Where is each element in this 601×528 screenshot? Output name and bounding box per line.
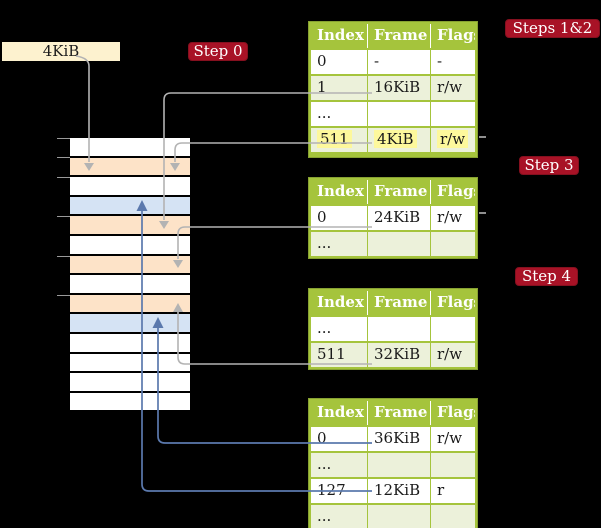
physical-memory-column xyxy=(70,138,190,412)
table-cell: r xyxy=(437,481,445,499)
memory-frame-row xyxy=(70,255,190,274)
table-cell: 1 xyxy=(311,76,368,100)
table-cell: ... xyxy=(311,505,368,528)
memory-frame-row xyxy=(70,157,190,176)
table-cell xyxy=(431,453,475,477)
column-header: Flags xyxy=(437,403,475,421)
table-cell xyxy=(368,102,431,126)
memory-frame-row xyxy=(70,235,190,254)
memory-frame-row xyxy=(70,392,190,411)
column-header: Frame xyxy=(368,180,431,204)
table-cell: r/w xyxy=(437,208,463,226)
table-cell: - xyxy=(437,52,443,70)
memory-frame-row xyxy=(70,373,190,391)
column-header: Index xyxy=(311,24,368,48)
column-header: Flags xyxy=(437,26,475,44)
table-cell xyxy=(368,232,431,256)
step-badge-3: Step 3 xyxy=(519,156,579,175)
table-row: ... xyxy=(311,505,475,528)
table-cell xyxy=(431,102,475,126)
table-row: ... xyxy=(311,232,475,256)
memory-frame-row xyxy=(70,138,190,156)
table-cell: 32KiB xyxy=(368,343,431,367)
table-cell: 12KiB xyxy=(368,479,431,503)
address-tick xyxy=(57,138,70,139)
table-row: ... xyxy=(311,453,475,477)
table-cell: ... xyxy=(311,317,368,341)
memory-frame-row xyxy=(70,333,190,352)
address-tick xyxy=(57,295,70,296)
table-cell xyxy=(431,505,475,528)
memory-frame-row xyxy=(70,216,190,234)
column-header: Index xyxy=(311,180,368,204)
column-header: Flags xyxy=(437,182,475,200)
table-cell: ... xyxy=(311,453,368,477)
column-header: Index xyxy=(311,401,368,425)
table-cell: 16KiB xyxy=(368,76,431,100)
step-badge-0: Step 0 xyxy=(188,42,248,61)
column-header: Frame xyxy=(368,291,431,315)
memory-frame-row xyxy=(70,294,190,313)
memory-frame-row xyxy=(70,196,190,215)
table-cell: 4KiB xyxy=(368,128,431,152)
table-cell xyxy=(368,453,431,477)
table-row: ... xyxy=(311,317,475,341)
table-cell: ... xyxy=(311,102,368,126)
table-cell: r/w xyxy=(437,429,463,447)
memory-frame-row xyxy=(70,177,190,195)
table-cell: ... xyxy=(311,232,368,256)
table-cell: r/w xyxy=(437,78,463,96)
table-cell: 511 xyxy=(311,128,368,152)
memory-frame-row xyxy=(70,314,190,332)
table-cell: 24KiB xyxy=(368,206,431,230)
address-tick xyxy=(57,216,70,217)
table-cell xyxy=(431,232,475,256)
address-tick xyxy=(57,157,70,158)
step-badge-1-2: Steps 1&2 xyxy=(505,19,600,38)
column-header: Frame xyxy=(368,24,431,48)
address-tick xyxy=(57,256,70,257)
column-header: Index xyxy=(311,291,368,315)
memory-frame-row xyxy=(70,353,190,372)
column-header: Flags xyxy=(437,293,475,311)
table-cell xyxy=(368,505,431,528)
table-row: 0-- xyxy=(311,50,475,74)
memory-frame-row xyxy=(70,275,190,293)
table-cell: 511 xyxy=(311,343,368,367)
table-cell: 0 xyxy=(311,206,368,230)
table-cell: - xyxy=(368,50,431,74)
table-cell: r/w xyxy=(431,128,475,152)
column-header: Frame xyxy=(368,401,431,425)
address-tick xyxy=(57,177,70,178)
base-address-box: 4KiB xyxy=(2,42,120,61)
table-cell: 0 xyxy=(311,427,368,451)
table-cell: r/w xyxy=(437,345,463,363)
table-cell xyxy=(368,317,431,341)
table-row: ... xyxy=(311,102,475,126)
table-cell xyxy=(431,317,475,341)
step-badge-4: Step 4 xyxy=(515,267,578,286)
table-cell: 0 xyxy=(311,50,368,74)
table-cell: 127 xyxy=(311,479,368,503)
table-cell: 36KiB xyxy=(368,427,431,451)
